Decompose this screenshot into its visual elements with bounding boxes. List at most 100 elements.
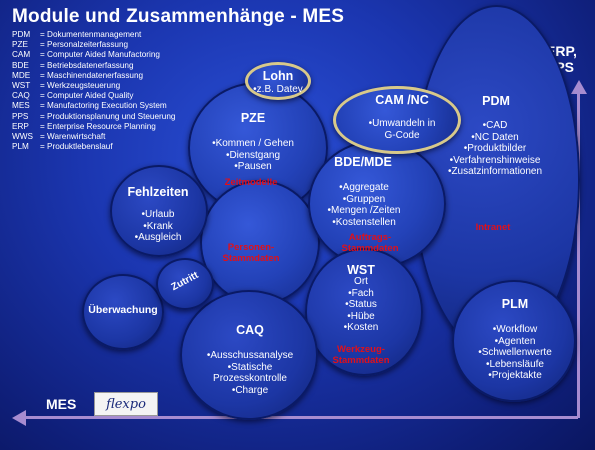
- axis-horizontal-line: [22, 416, 578, 419]
- abbreviation-value: = Produktionsplanung und Steuerung: [40, 111, 176, 121]
- abbreviation-key: CAM: [12, 50, 31, 60]
- pdm-item: •Verfahrenshinweise: [449, 154, 541, 166]
- personen-tag-line: Stammdaten: [222, 252, 280, 264]
- abbreviation-value: = Betriebsdatenerfassung: [40, 60, 134, 70]
- abbreviation-key: PLM: [12, 142, 29, 152]
- abbreviation-item: PZE= Personalzeiterfassung: [12, 40, 175, 50]
- wst-item: •Fach: [348, 287, 374, 299]
- abbreviation-item: MES = Manufactoring Execution System: [12, 101, 175, 111]
- wst-item: •Kosten: [343, 322, 379, 333]
- abbreviation-item: CAM = Computer Aided Manufactoring: [12, 50, 175, 60]
- cam-bubble: [333, 86, 461, 154]
- logo-text: flexpo: [105, 397, 146, 412]
- abbreviation-value: = Werkzeugsteuerung: [40, 81, 121, 91]
- fehlzeiten-title: Fehlzeiten: [127, 185, 189, 199]
- bde-title: BDE/MDE: [334, 155, 392, 169]
- cam-item: •Umwandeln in: [368, 118, 436, 129]
- abbreviation-key: WST: [12, 81, 31, 91]
- wst-tag: Werkzeug- Stammdaten: [332, 344, 390, 366]
- zutritt-bubble: [156, 258, 214, 310]
- abbreviation-value: = Dokumentenmanagement: [40, 30, 142, 39]
- flexpo-logo: flexpo: [94, 392, 158, 416]
- pdm-item: •Zusatzinformationen: [447, 166, 543, 177]
- caq-title: CAQ: [236, 323, 264, 337]
- abbreviation-key: ERP: [12, 121, 29, 131]
- caq-item: •Statische: [227, 361, 273, 373]
- ueberwachung-title: Überwachung: [88, 304, 158, 316]
- cam-title: CAM /NC: [375, 93, 429, 107]
- personen-tag-line: Personen-: [227, 242, 275, 253]
- wst-list: Ort •Fach •Status •Hübe •Kosten: [344, 276, 379, 334]
- plm-item: •Lebensläufe: [485, 358, 544, 370]
- personen-tag: Personen- Stammdaten: [222, 242, 280, 264]
- fehlzeiten-item: •Urlaub: [141, 209, 175, 220]
- axis-arrow-up-icon: [571, 80, 587, 94]
- personen-bubble: [200, 180, 320, 305]
- fehlzeiten-list: •Urlaub •Krank •Ausgleich: [135, 209, 182, 244]
- pdm-title: PDM: [482, 94, 510, 108]
- abbreviation-key: BDE: [12, 60, 29, 70]
- abbreviation-key: PPS: [12, 111, 29, 121]
- pdm-item: •CAD: [482, 120, 508, 131]
- abbreviation-value: = Enterprise Resource Planning: [40, 121, 156, 131]
- fehlzeiten-item: •Krank: [143, 220, 173, 232]
- cam-item: G-Code: [384, 129, 420, 141]
- abbreviation-value: = Computer Aided Quality: [40, 91, 134, 101]
- abbreviation-item: PLM = Produktlebenslauf: [12, 142, 175, 152]
- page-title: Module und Zusammenhänge - MES: [12, 6, 345, 27]
- abbreviation-key: MDE: [12, 70, 31, 80]
- wst-item: •Hübe: [347, 310, 375, 322]
- caq-bubble: [180, 290, 318, 420]
- bde-tag-line: Auftrags-: [348, 232, 392, 243]
- abbreviation-value: = Computer Aided Manufactoring: [40, 50, 160, 60]
- abbreviation-key: PDM: [12, 30, 31, 39]
- abbreviation-value: = Maschinendatenerfassung: [40, 70, 144, 80]
- abbreviation-item: ERP = Enterprise Resource Planning: [12, 122, 175, 132]
- wst-item: •Status: [345, 299, 377, 310]
- ueberwachung-bubble: [82, 274, 164, 350]
- abbreviation-item: PDM = Dokumentenmanagement: [12, 30, 175, 40]
- abbreviation-list: PDM = Dokumentenmanagement PZE= Personalz…: [12, 30, 175, 152]
- plm-item: •Schwellenwerte: [478, 347, 552, 358]
- pdm-tag: Intranet: [475, 222, 511, 233]
- pze-item: •Dienstgang: [225, 149, 281, 161]
- axis-arrow-left-icon: [12, 410, 26, 426]
- bde-tag-line: Stammdaten: [341, 242, 399, 254]
- abbreviation-key: WWS: [12, 132, 33, 142]
- wst-bubble: [305, 248, 423, 376]
- abbreviation-item: CAQ = Computer Aided Quality: [12, 91, 175, 101]
- abbreviation-item: WST = Werkzeugsteuerung: [12, 81, 175, 91]
- pze-list: •Kommen / Gehen •Dienstgang •Pausen: [212, 138, 294, 173]
- fehlzeiten-item: •Ausgleich: [134, 232, 182, 243]
- lohn-item: •z.B. Datev: [253, 84, 303, 95]
- wst-item: Ort: [354, 276, 368, 287]
- fehlzeiten-bubble: [110, 165, 208, 257]
- wst-tag-line: Werkzeug-: [337, 344, 385, 355]
- plm-item: •Agenten: [494, 335, 536, 347]
- plm-list: •Workflow •Agenten •Schwellenwerte •Lebe…: [478, 324, 552, 382]
- bde-item: •Kostenstellen: [332, 216, 396, 228]
- plm-item: •Workflow: [492, 324, 538, 335]
- abbreviation-item: PPS = Produktionsplanung und Steuerung: [12, 112, 175, 122]
- wst-title: WST: [347, 263, 375, 277]
- pdm-item: •NC Daten: [471, 131, 519, 143]
- bde-list: •Aggregate •Gruppen •Mengen /Zeiten •Kos…: [328, 182, 401, 228]
- abbreviation-key: CAQ: [12, 91, 30, 101]
- caq-item: •Ausschussanalyse: [206, 350, 294, 361]
- abbreviation-value: = Produktlebenslauf: [40, 142, 113, 152]
- caq-item: Prozesskontrolle: [213, 373, 287, 384]
- pze-tag: Zeitmodelle: [224, 177, 278, 188]
- abbreviation-value: = Manufactoring Execution System: [40, 101, 167, 111]
- plm-bubble: [452, 280, 576, 402]
- abbreviation-key: MES: [12, 101, 30, 111]
- pdm-list: •CAD •NC Daten •Produktbilder •Verfahren…: [448, 120, 542, 178]
- abbreviation-item: MDE = Maschinendatenerfassung: [12, 71, 175, 81]
- pze-title: PZE: [240, 111, 266, 125]
- lohn-title: Lohn: [262, 69, 294, 83]
- plm-item: •Projektakte: [488, 370, 542, 381]
- bde-item: •Gruppen: [342, 193, 386, 205]
- pze-item: •Pausen: [234, 161, 272, 172]
- bde-item: •Aggregate: [339, 182, 389, 193]
- wst-tag-line: Stammdaten: [332, 354, 390, 366]
